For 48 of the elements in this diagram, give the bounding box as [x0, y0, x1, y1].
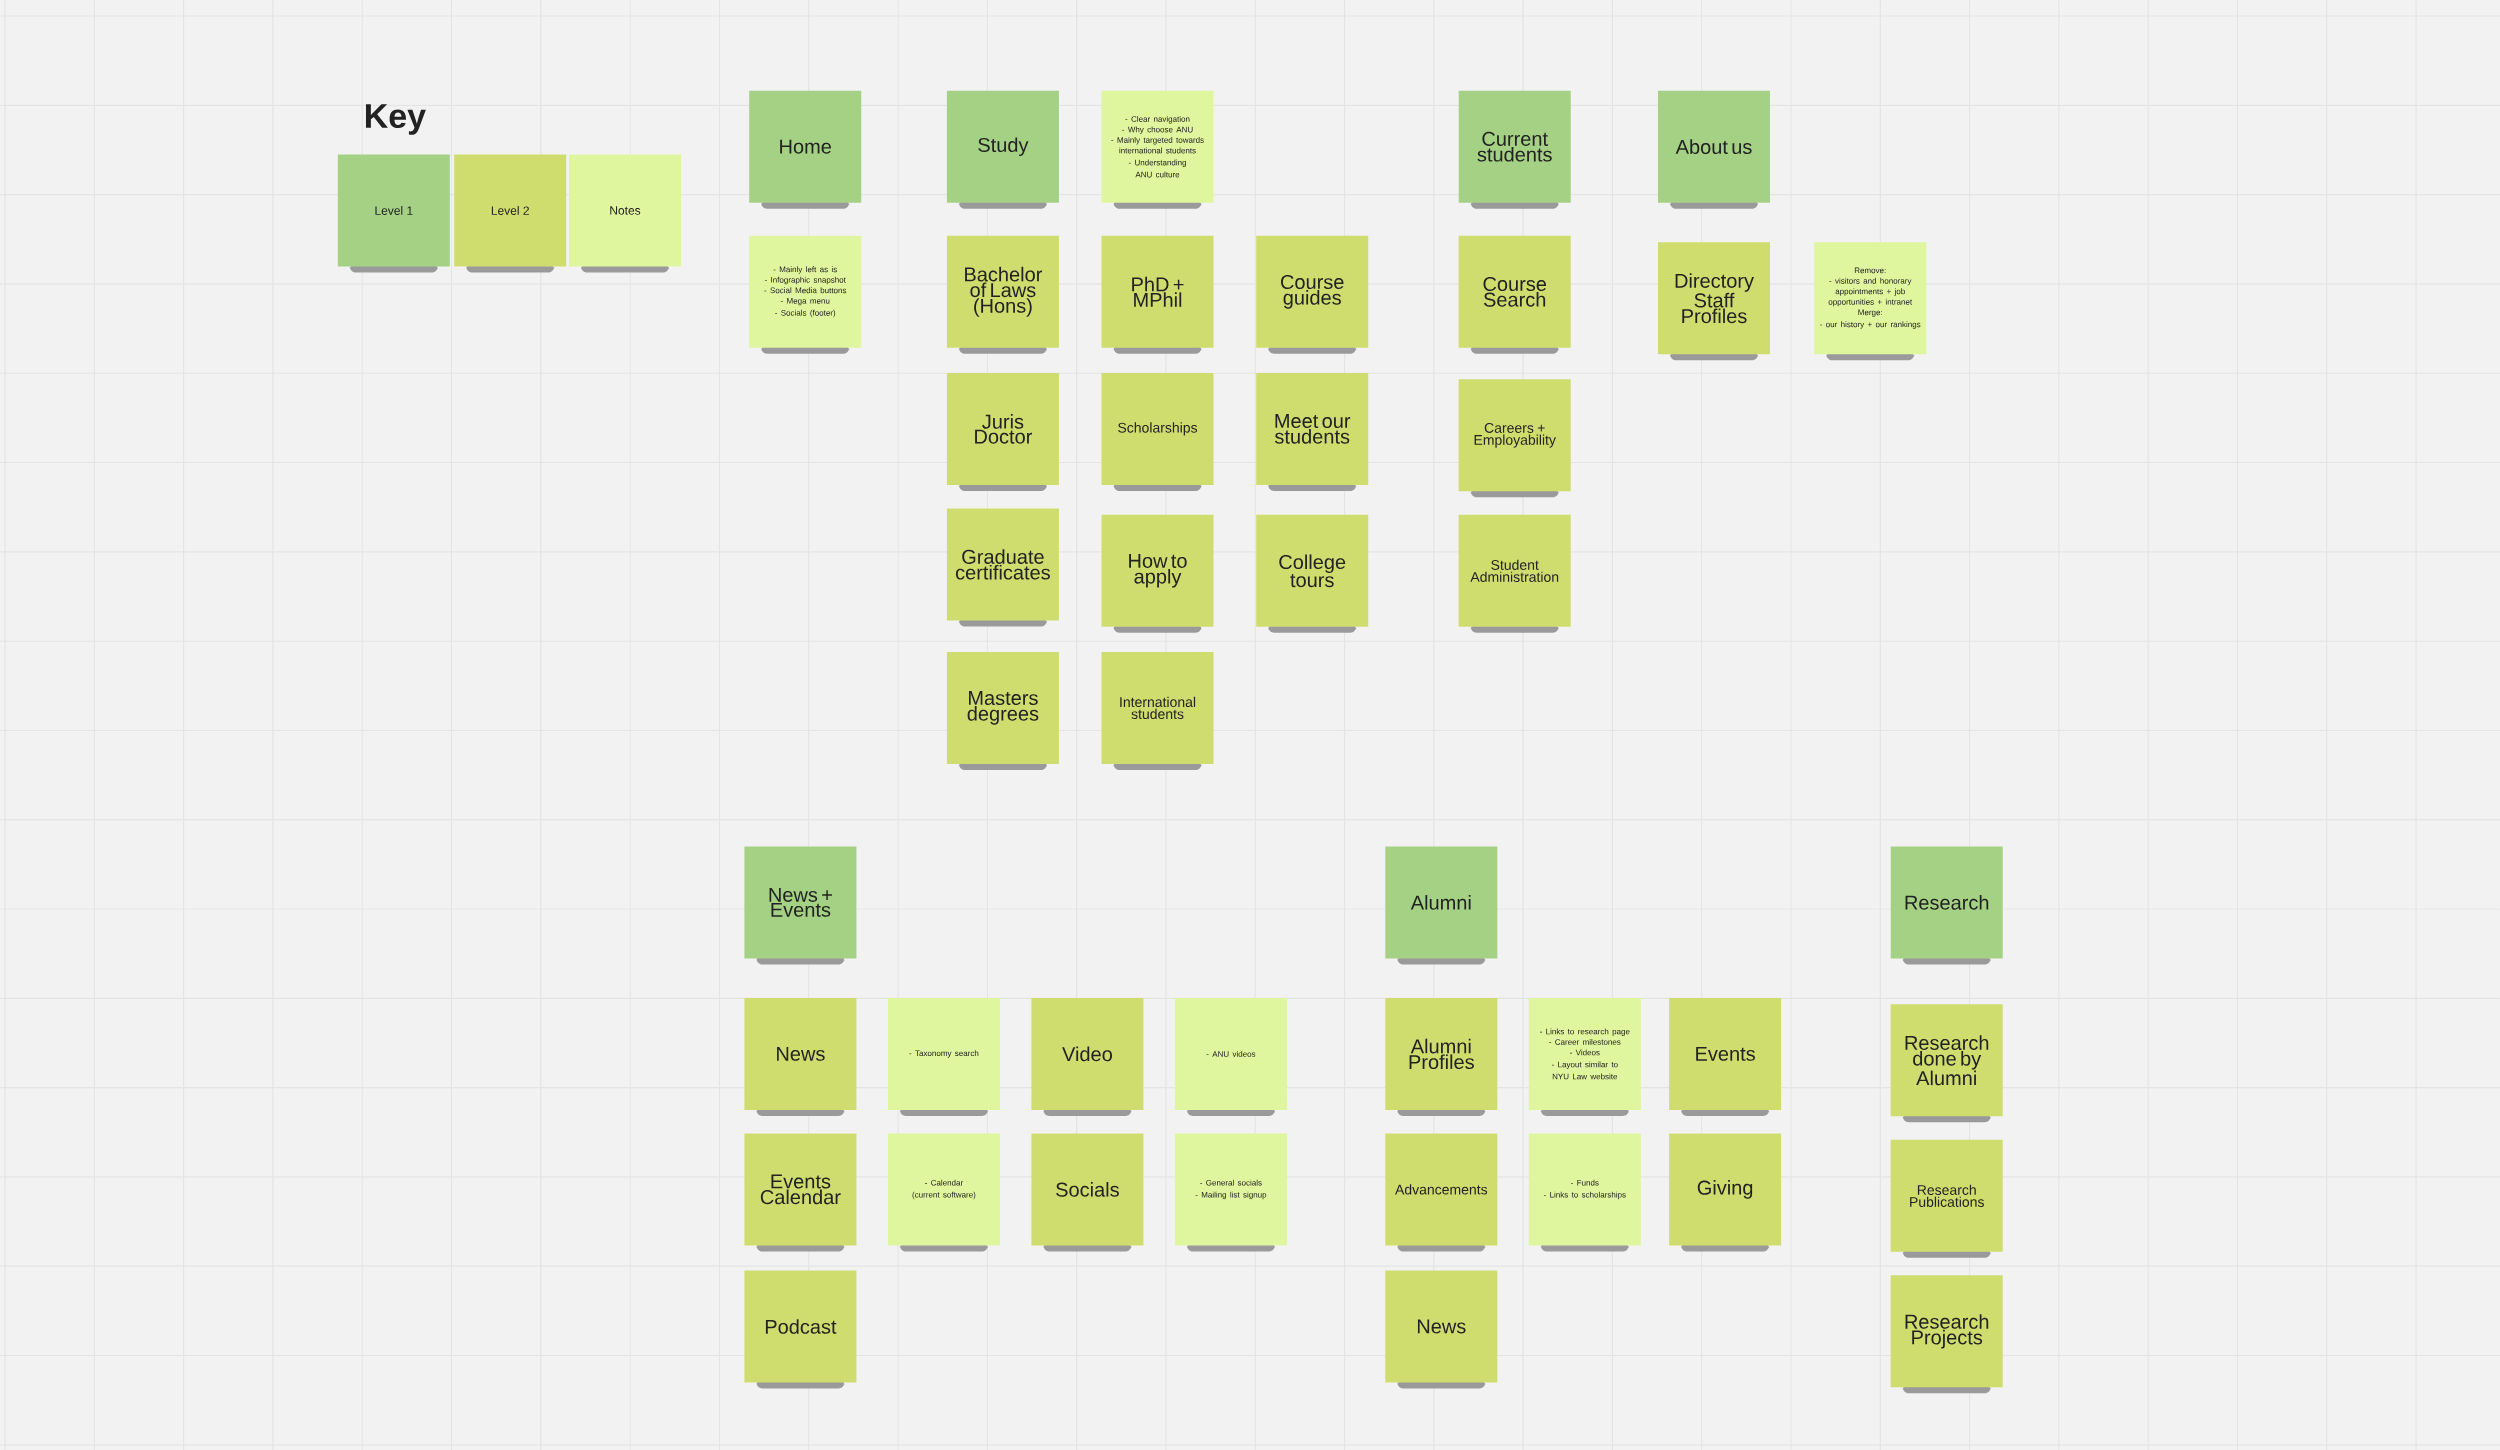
- level-one-note: Current students: [1458, 90, 1571, 209]
- note: - Mainly left as is - Infographic snapshot - Social Media buttons - Mega menu - Socials (footer): [749, 235, 862, 354]
- level-two-note: Research Publications: [1890, 1139, 2003, 1258]
- level-two-note: Socials: [1031, 1133, 1144, 1252]
- level-two-note: Meet our students: [1256, 372, 1369, 491]
- level-two-note: Bachelor of Laws (Hons): [946, 235, 1059, 354]
- note: - Links to research page - Career milestones - Videos - Layout similar to NYU Law website: [1528, 997, 1641, 1116]
- note: - Calendar (current software): [887, 1133, 1000, 1252]
- legend-note: Level 2: [454, 154, 567, 273]
- level-two-note: Giving: [1669, 1133, 1782, 1252]
- level-two-note: Alumni Profiles: [1385, 997, 1498, 1116]
- level-one-note: News + Events: [744, 846, 857, 965]
- level-two-note: PhD + MPhil: [1101, 235, 1214, 354]
- level-two-note: Masters degrees: [946, 651, 1059, 770]
- legend-note: Notes: [569, 154, 681, 273]
- note: - Funds - Links to scholarships: [1528, 1133, 1641, 1252]
- note: Remove: - visitors and honorary appointments + job opportunities + intranet Merge: - our history + our rankings: [1814, 242, 1927, 361]
- level-two-note: Directory Staff Profiles: [1658, 242, 1770, 361]
- note: - Clear navigation - Why choose ANU - Mainly targeted towards international students - Understanding ANU culture: [1101, 90, 1214, 209]
- level-one-note: About us: [1658, 90, 1770, 209]
- level-two-note: Events: [1669, 997, 1782, 1116]
- level-two-note: International students: [1101, 651, 1214, 770]
- level-two-note: Scholarships: [1101, 372, 1214, 491]
- level-two-note: News: [744, 997, 857, 1116]
- level-two-note: Careers + Employability: [1458, 379, 1571, 498]
- level-two-note: How to apply: [1101, 514, 1214, 633]
- level-two-note: Course guides: [1256, 235, 1369, 354]
- level-two-note: Student Administration: [1458, 514, 1571, 633]
- key-heading: Key: [366, 104, 426, 135]
- level-one-note: Home: [749, 90, 862, 209]
- level-one-note: Study: [946, 90, 1059, 209]
- level-two-note: Juris Doctor: [946, 372, 1059, 491]
- legend-note: Level 1: [337, 154, 450, 273]
- level-one-note: Research: [1890, 846, 2003, 965]
- level-one-note: Alumni: [1385, 846, 1498, 965]
- level-two-note: Events Calendar: [744, 1133, 857, 1252]
- level-two-note: Course Search: [1458, 235, 1571, 354]
- note: - ANU videos: [1174, 997, 1287, 1116]
- level-two-note: Video: [1031, 997, 1144, 1116]
- level-two-note: Graduate certificates: [946, 508, 1059, 627]
- level-two-note: Podcast: [744, 1270, 857, 1389]
- note: - Taxonomy search: [887, 997, 1000, 1116]
- level-two-note: Advancements: [1385, 1133, 1498, 1252]
- level-two-note: Research Projects: [1890, 1275, 2003, 1394]
- note: - General socials - Mailing list signup: [1174, 1133, 1287, 1252]
- level-two-note: College tours: [1256, 514, 1369, 633]
- level-two-note: Research done by Alumni: [1890, 1004, 2003, 1123]
- level-two-note: News: [1385, 1270, 1498, 1389]
